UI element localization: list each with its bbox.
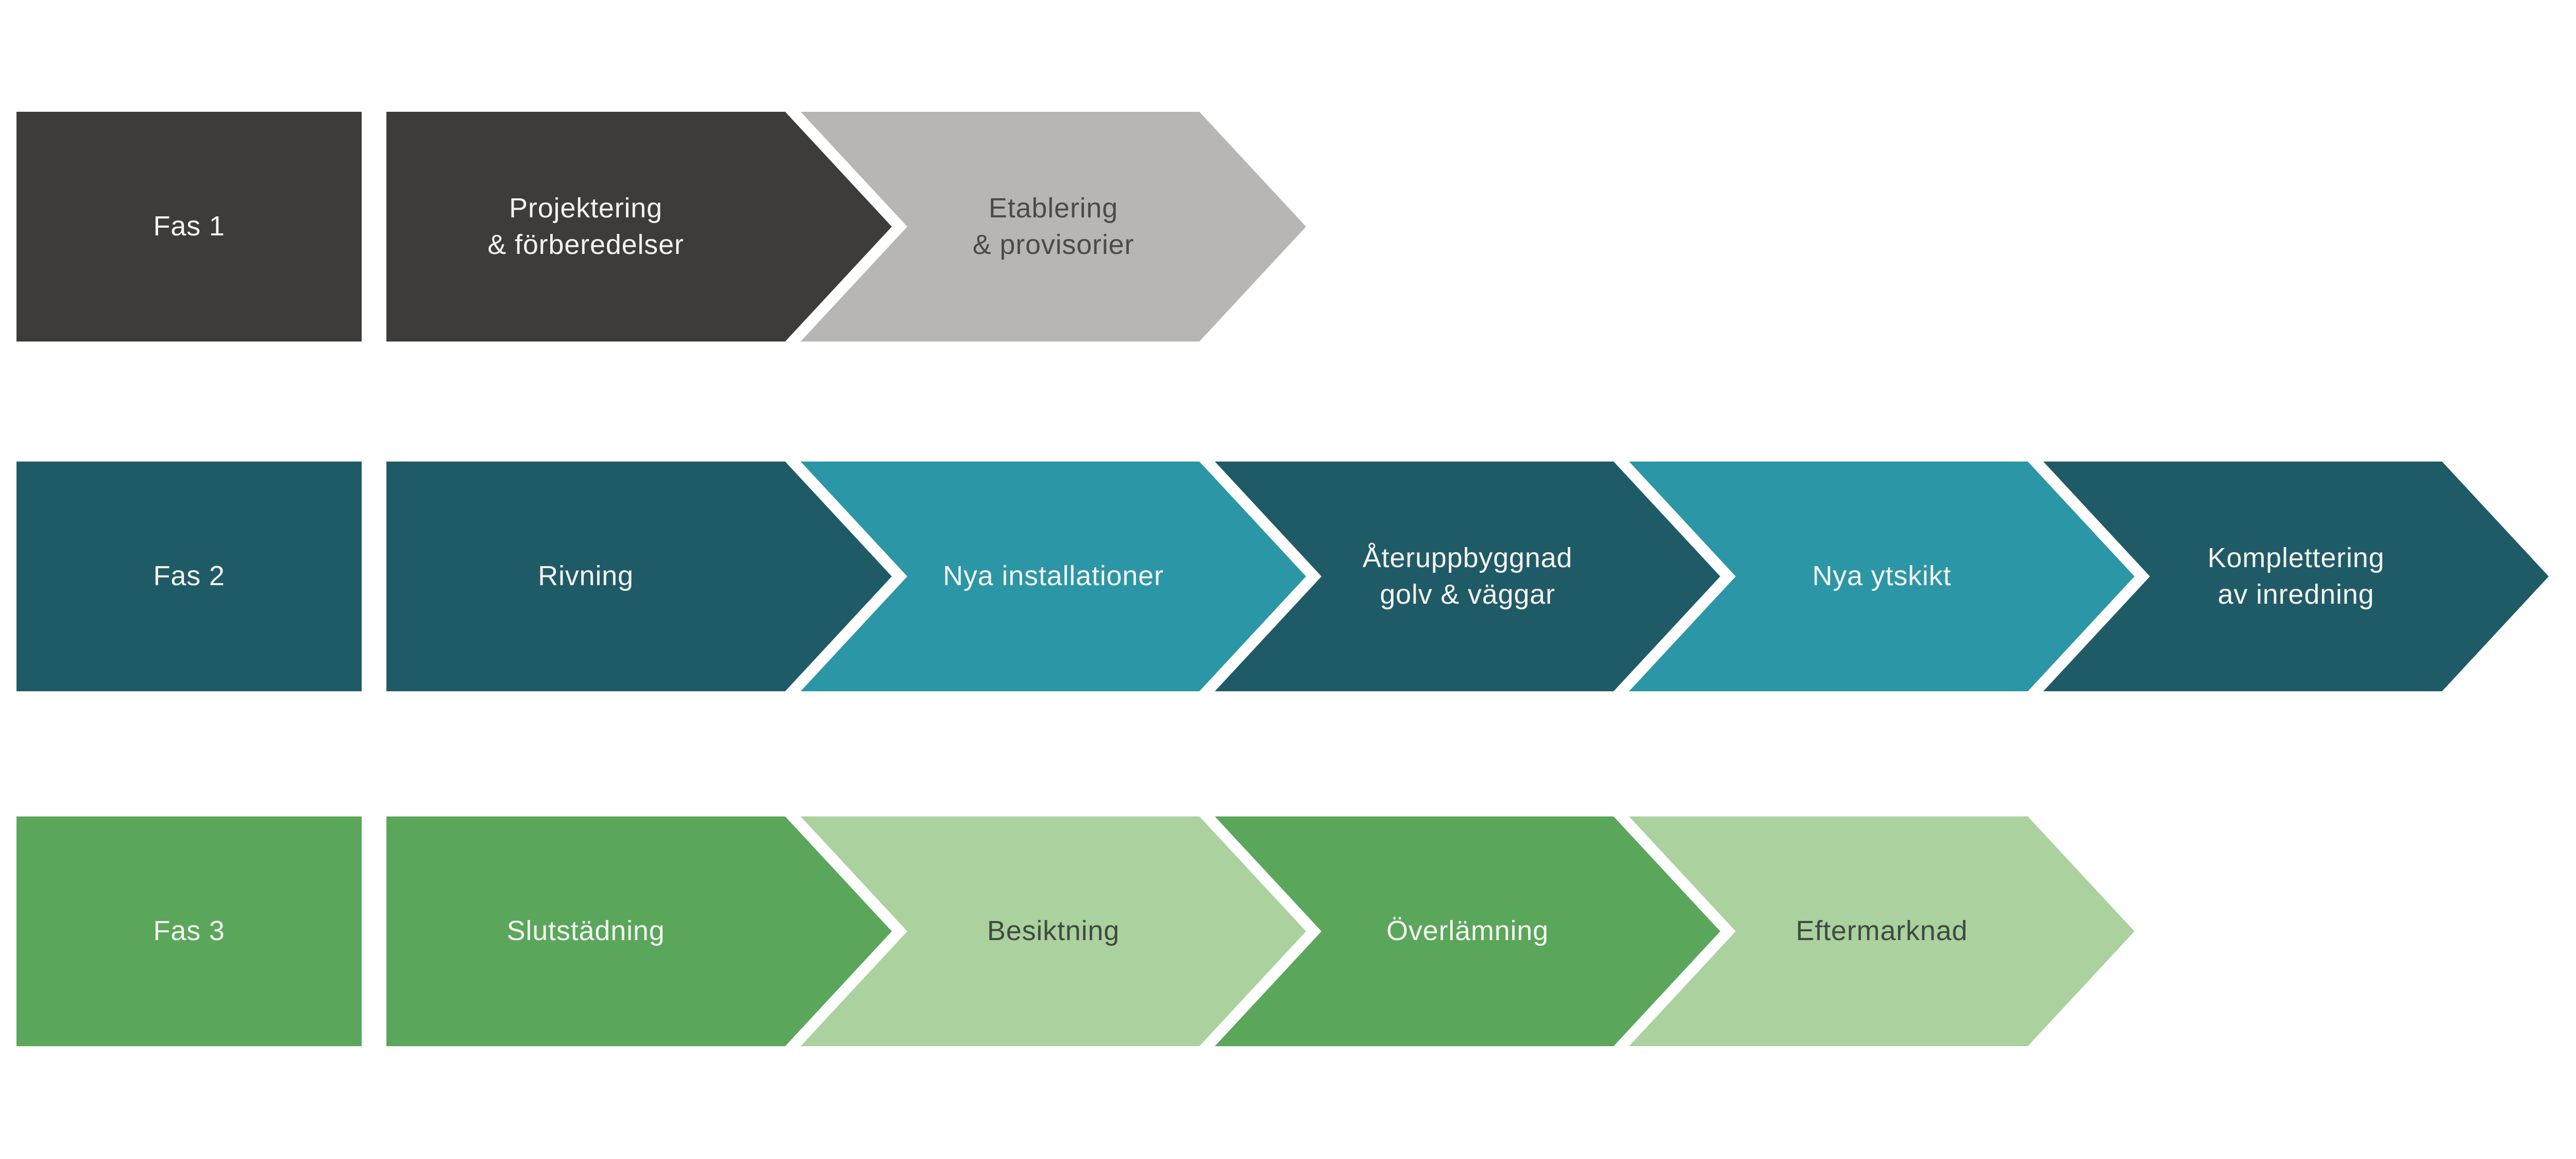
step-label: Eftermarknad bbox=[1795, 915, 1968, 947]
step-label: Projektering & förberedelser bbox=[487, 192, 684, 260]
step-arrow-rivning: Rivning bbox=[386, 462, 892, 691]
step-label: Rivning bbox=[538, 560, 634, 592]
step-label: Etablering & provisorier bbox=[972, 192, 1134, 260]
phase-row-2: Fas 2 Rivning Nya installationer Återupp… bbox=[0, 462, 2576, 691]
step-label: Besiktning bbox=[987, 915, 1120, 947]
phase-row-3: Fas 3 Slutstädning Besiktning Överlämnin… bbox=[0, 816, 2576, 1046]
phase-box-fas-3: Fas 3 bbox=[16, 816, 362, 1046]
step-label: Nya ytskikt bbox=[1812, 560, 1952, 592]
step-arrow-projektering: Projektering & förberedelser bbox=[386, 112, 892, 342]
phase-box-fas-2: Fas 2 bbox=[16, 462, 362, 691]
phase-label: Fas 2 bbox=[153, 560, 225, 592]
step-label: Slutstädning bbox=[506, 915, 665, 947]
phase-box-fas-1: Fas 1 bbox=[16, 112, 362, 342]
phase-label: Fas 3 bbox=[153, 915, 225, 947]
step-label: Återuppbyggnad golv & väggar bbox=[1362, 542, 1573, 610]
phase-label: Fas 1 bbox=[153, 211, 225, 242]
step-label: Nya installationer bbox=[943, 560, 1164, 592]
step-label: Komplettering av inredning bbox=[2207, 542, 2385, 610]
step-label: Överlämning bbox=[1386, 915, 1549, 947]
step-arrow-slutstadning: Slutstädning bbox=[386, 816, 892, 1046]
phase-row-1: Fas 1 Projektering & förberedelser Etabl… bbox=[0, 112, 2576, 342]
